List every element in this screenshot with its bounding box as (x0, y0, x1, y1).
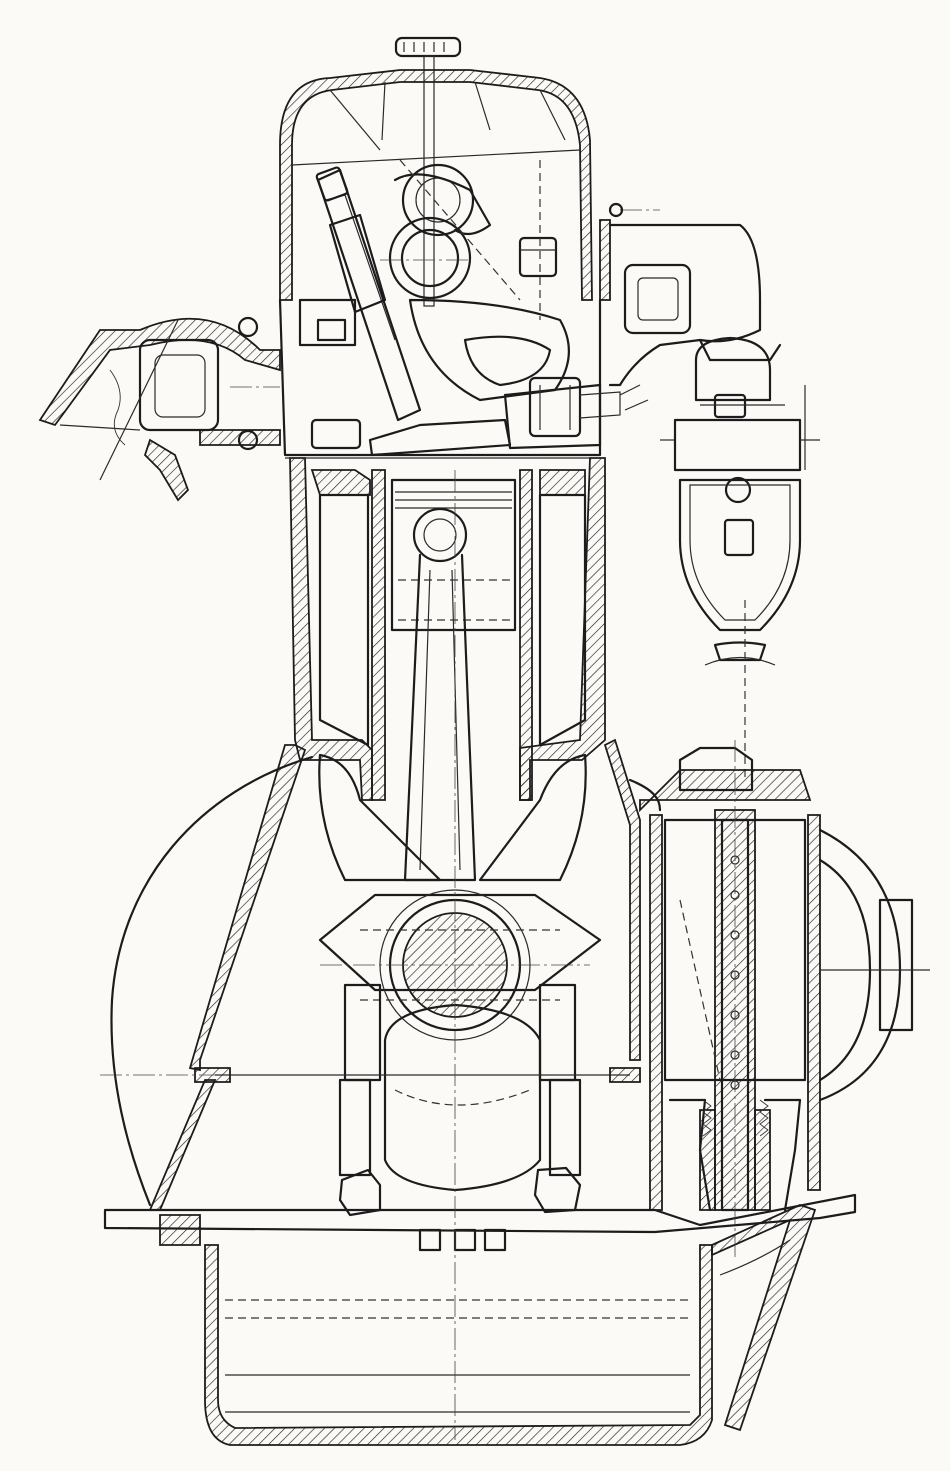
piston (390, 478, 517, 632)
cylinder-block (285, 457, 606, 801)
centre-lines (100, 259, 736, 1440)
carburettor (660, 385, 820, 780)
valve-cover (279, 36, 593, 307)
intake-manifold (608, 202, 785, 419)
exhaust-port (38, 316, 281, 502)
crankcase (148, 738, 641, 1252)
oil-sump (103, 1193, 857, 1446)
valve-gear (315, 159, 558, 422)
connecting-rod (403, 553, 477, 882)
oil-filter-housing (639, 746, 930, 1212)
cylinder-head (278, 219, 649, 457)
